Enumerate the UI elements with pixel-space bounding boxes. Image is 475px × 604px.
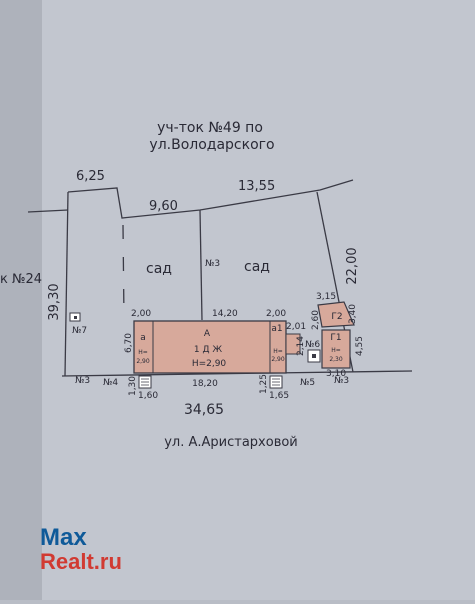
label-n7: №7 <box>72 326 87 336</box>
room-g1-letter: Г1 <box>330 333 341 343</box>
dim-stair-left-h: 1,30 <box>128 376 138 396</box>
boundary-top <box>67 179 354 219</box>
shed-n6-mark <box>312 354 316 358</box>
dim-right-diag: 22,00 <box>345 247 360 284</box>
label-n5: №5 <box>300 378 315 388</box>
outbuilding-n7-mark <box>74 316 77 319</box>
boundary-left <box>64 191 69 377</box>
room-a1-h2: 2,90 <box>271 356 285 363</box>
room-g1-h1: Н= <box>331 347 341 354</box>
dim-g2-side: 3,40 <box>348 304 358 324</box>
room-a1-letter: а1 <box>271 324 282 334</box>
dim-stair-right-w: 1,65 <box>269 391 289 401</box>
dim-g1-side: 4,55 <box>355 336 365 356</box>
room-g1-h2: 2,30 <box>329 356 343 363</box>
room-left-h1: Н= <box>138 349 148 356</box>
stair-right-steps <box>272 378 280 386</box>
small-dimension-labels: 2,00 14,20 2,00 6,70 18,20 3,15 3,40 2,6… <box>124 292 365 401</box>
dim-top-right: 13,55 <box>238 179 275 194</box>
dim-g2-left: 2,60 <box>311 310 321 330</box>
dim-g1-bottom: 3,10 <box>326 369 346 379</box>
annex-a1 <box>285 333 301 355</box>
header-line2: ул.Володарского <box>149 137 274 153</box>
dim-top-left: 6,25 <box>76 169 105 184</box>
dim-left-side: 39,30 <box>47 283 62 320</box>
room-main-letter: А <box>204 329 211 339</box>
room-main-height: Н=2,90 <box>192 359 227 369</box>
dim-top-mid: 9,60 <box>149 199 178 214</box>
dim-stair-left-w: 1,60 <box>138 391 158 401</box>
garage-g2 <box>317 301 355 328</box>
paper-left-shade <box>0 0 42 600</box>
dim-a1-side: 2,14 <box>296 336 306 356</box>
left-neighbor-line <box>27 209 69 213</box>
dim-house-top-mid: 14,20 <box>212 309 238 319</box>
dim-g2-top: 3,15 <box>316 292 336 302</box>
dim-house-top-right: 2,00 <box>266 309 286 319</box>
garden-left-label: сад <box>146 261 172 277</box>
dim-bottom-total: 34,65 <box>184 402 224 418</box>
garage-g1 <box>321 329 351 369</box>
room-left-h2: 2,90 <box>136 358 150 365</box>
label-n3-right: №3 <box>334 376 349 386</box>
dim-house-bottom: 18,20 <box>192 379 218 389</box>
header-line1: уч-ток №49 по <box>157 120 263 136</box>
stair-left-steps <box>141 378 149 386</box>
garden-right-label: сад <box>244 259 270 275</box>
label-n6: №6 <box>305 340 320 350</box>
room-g2-letter: Г2 <box>331 312 342 322</box>
room-labels: А 1 Д Ж Н=2,90 а Н= 2,90 а1 Н= 2,90 Г1 Н… <box>136 312 343 369</box>
label-n3-left: №3 <box>75 376 90 386</box>
house-main <box>133 320 287 374</box>
watermark-line1: Max <box>40 524 87 551</box>
label-n3-mid: №3 <box>205 259 220 269</box>
dim-stair-right-h: 1,25 <box>259 374 269 394</box>
left-neighbor-label: к №24 <box>0 272 42 287</box>
room-a1-h1: Н= <box>273 348 283 355</box>
watermark-line2: Realt.ru <box>40 549 122 574</box>
dim-house-left: 6,70 <box>124 333 134 353</box>
inner-divider <box>199 209 203 321</box>
room-left-letter: а <box>140 333 146 343</box>
room-main-name: 1 Д Ж <box>194 345 222 355</box>
watermark-logo: Max Realt.ru <box>40 526 122 574</box>
label-n4: №4 <box>103 378 118 388</box>
dimension-labels: 6,25 9,60 13,55 22,00 39,30 34,65 <box>47 169 360 418</box>
object-number-labels: №3 №7 №3 №4 №5 №3 №6 <box>72 259 349 388</box>
footer-street: ул. А.Аристарховой <box>164 435 298 450</box>
dim-a1-top: 2,01 <box>286 322 306 332</box>
dim-house-top-left: 2,00 <box>131 309 151 319</box>
